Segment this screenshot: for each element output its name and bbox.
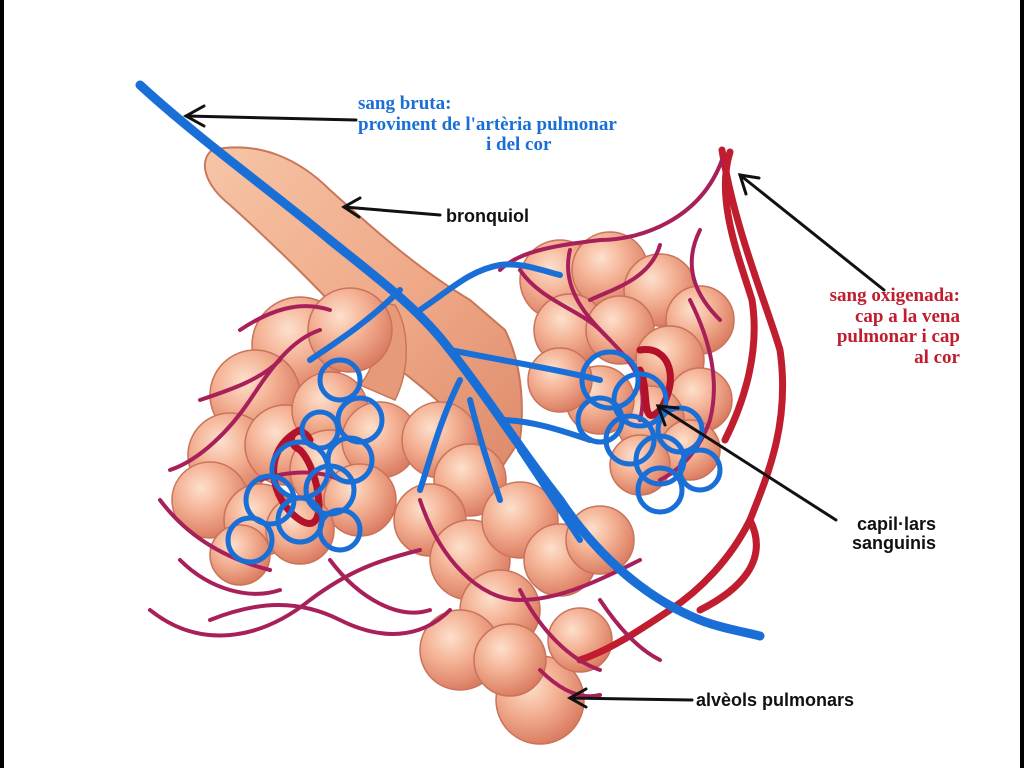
alveolus xyxy=(473,623,547,697)
arrow-sang-bruta xyxy=(182,104,358,128)
capillary-vessel xyxy=(498,158,724,272)
capillary-vessel xyxy=(198,358,282,402)
alveolus xyxy=(265,495,335,565)
capillary-vessel xyxy=(208,603,452,636)
pulmonary-venule xyxy=(721,148,758,444)
capillary-vessel xyxy=(689,228,722,322)
capillary-loop xyxy=(579,349,641,411)
capillary-vessel xyxy=(598,598,662,662)
arrow-bronquiol xyxy=(341,196,442,219)
label-bronquiol: bronquiol xyxy=(446,206,529,226)
label-sang-bruta-line1: sang bruta: xyxy=(358,93,452,114)
pulmonary-arteriole xyxy=(417,377,463,493)
capillary-vessel xyxy=(566,248,612,342)
capillary-loop xyxy=(317,357,363,403)
deoxygenated-vessel-network xyxy=(135,80,765,641)
capillary-loop xyxy=(575,395,625,445)
pulmonary-arteriole xyxy=(517,447,583,543)
pulmonary-arteriole xyxy=(467,397,503,503)
capillary-vessel xyxy=(238,304,332,332)
capillary-loop xyxy=(299,409,341,451)
pulmonary-venule xyxy=(576,146,787,664)
pointer-arrows xyxy=(182,104,886,709)
label-capil-lars-line2: sanguinis xyxy=(851,533,936,554)
alveolus xyxy=(565,505,635,575)
pulmonary-arteriole xyxy=(497,417,593,443)
arrow-alveols xyxy=(566,687,694,709)
label-sang-bruta-line2: provinent de l'artèria pulmonar xyxy=(358,113,617,135)
capillary-loop xyxy=(655,405,705,455)
alveolus xyxy=(209,524,271,586)
label-capil-lars: capil·lars sanguinis xyxy=(818,514,936,554)
capillary-vessel xyxy=(328,558,432,615)
capillary-vessel xyxy=(158,498,272,572)
capillary-loop xyxy=(635,465,685,515)
label-sang-oxigenada-line1: sang oxigenada: xyxy=(829,285,960,306)
capillary-loop xyxy=(677,447,723,493)
capillary-vessel xyxy=(518,588,602,672)
label-capil-lars-line1: capil·lars xyxy=(856,514,936,534)
capillary-loop xyxy=(335,395,385,445)
pulmonary-venule xyxy=(696,516,760,614)
capillary-vessel xyxy=(588,243,662,302)
label-sang-oxigenada: sang oxigenada: cap a la vena pulmonar i… xyxy=(784,285,960,368)
capillary-vessel xyxy=(148,548,422,638)
capillary-vessel xyxy=(418,498,642,603)
pulmonary-arteriole xyxy=(135,80,765,641)
capillary-loop xyxy=(317,507,363,553)
label-sang-oxigenada-line2: cap a la vena xyxy=(854,305,960,327)
pulmonary-arteriole xyxy=(447,347,603,383)
capillary-loop xyxy=(225,515,275,565)
capillary-vessel xyxy=(538,668,602,699)
arrow-capil-lars xyxy=(655,404,838,522)
pulmonary-arteriole xyxy=(417,261,563,313)
pulmonary-arteriole xyxy=(307,287,403,363)
label-sang-oxigenada-line3: pulmonar i cap xyxy=(836,326,960,348)
capillary-vessel xyxy=(168,328,322,472)
label-sang-bruta-line3: i del cor xyxy=(486,134,552,156)
label-sang-bruta: sang bruta: provinent de l'artèria pulmo… xyxy=(358,93,617,156)
arrow-sang-oxigenada xyxy=(737,173,886,292)
label-alveols-pulmonars: alvèols pulmonars xyxy=(696,690,855,710)
label-sang-oxigenada-line4: al cor xyxy=(914,346,960,368)
capillary-vessel xyxy=(178,558,282,596)
